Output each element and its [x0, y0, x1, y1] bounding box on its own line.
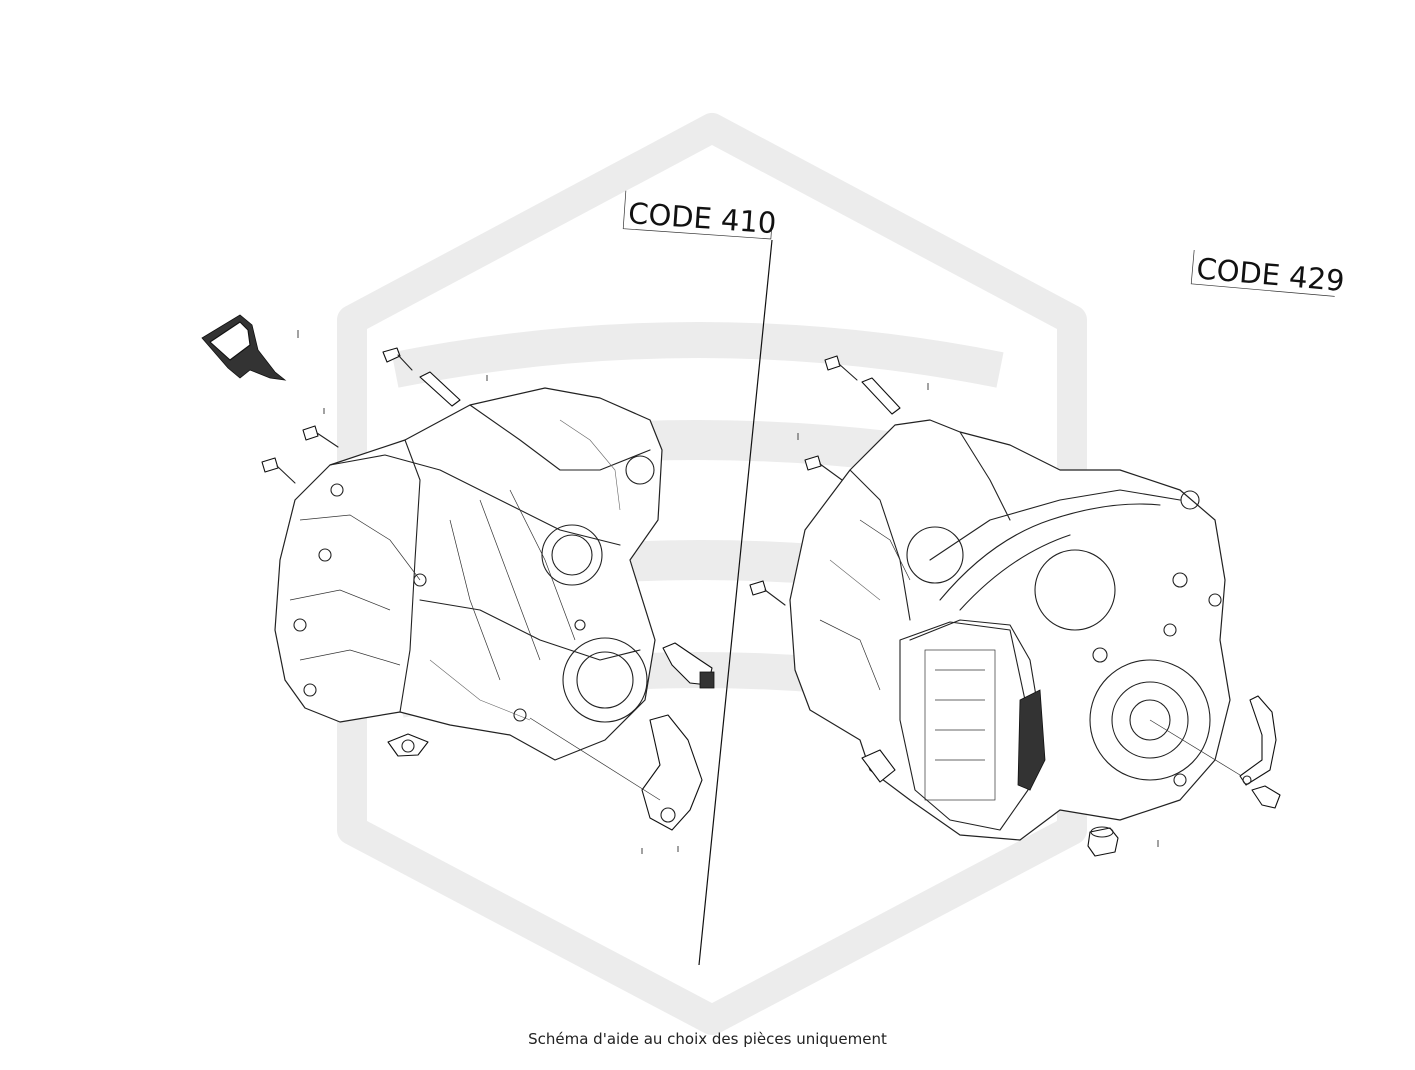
bolt-2: [302, 425, 339, 448]
clip-part: [387, 733, 429, 757]
bolt-7: [1251, 785, 1281, 809]
plug-part: [1087, 826, 1119, 857]
code-429-text: CODE 429: [1195, 251, 1346, 298]
code-410-text: CODE 410: [627, 196, 777, 240]
gearbox-code-410-icon: [201, 314, 715, 831]
gearbox-code-429-icon: [749, 355, 1281, 857]
bracket-part: [201, 314, 287, 381]
bolt-5: [804, 455, 843, 481]
sensor-part: [662, 642, 715, 689]
reference-ticks: [297, 330, 1159, 854]
sensor-right: [861, 749, 896, 783]
bolt-4: [824, 355, 901, 415]
bolt-6: [749, 580, 786, 606]
diagram-caption: Schéma d'aide au choix des pièces unique…: [528, 1030, 887, 1048]
bolt-1: [382, 347, 461, 407]
code-429-label: CODE 429: [1190, 249, 1346, 298]
divider-line: [698, 239, 773, 966]
mount-part: [641, 714, 703, 831]
bolt-3: [261, 457, 296, 484]
code-410-label: CODE 410: [622, 190, 777, 240]
bracket-plate: [1239, 695, 1277, 786]
